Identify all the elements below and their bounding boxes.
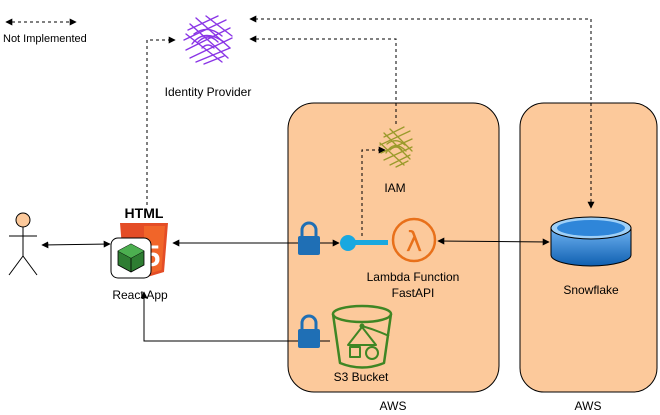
lambda-icon: λ xyxy=(391,217,437,263)
connector-s3-to-react xyxy=(140,291,330,342)
react-app-label: React App xyxy=(112,288,168,302)
html-badge-text: HTML xyxy=(125,205,164,221)
connector-react-to-idp xyxy=(146,36,176,205)
snowflake-database-icon xyxy=(550,216,632,267)
aws-group-main-label: AWS xyxy=(379,399,407,413)
lambda-label-line1: Lambda Function xyxy=(366,270,460,284)
connector-user-to-react xyxy=(41,240,111,249)
lambda-endpoint-connector xyxy=(340,235,388,251)
s3-bucket-icon xyxy=(331,304,393,369)
iam-icon xyxy=(379,126,413,168)
lambda-label-line2: FastAPI xyxy=(391,286,435,300)
lock-icon-lambda xyxy=(298,221,320,255)
identity-provider-label: Identity Provider xyxy=(164,85,252,99)
connector-lambda-to-snowflake xyxy=(437,237,550,246)
lock-icon-s3 xyxy=(298,314,320,348)
user-icon xyxy=(8,212,38,276)
lambda-symbol: λ xyxy=(406,225,423,258)
aws-group-snowflake-label: AWS xyxy=(574,399,602,413)
s3-bucket-label: S3 Bucket xyxy=(333,370,389,384)
connector-snowflake-to-idp xyxy=(249,15,595,209)
snowflake-label: Snowflake xyxy=(563,283,619,297)
react-app-cube-icon xyxy=(110,237,152,279)
connector-lambda-to-iam xyxy=(361,146,386,236)
legend-label: Not Implemented xyxy=(3,33,87,45)
identity-provider-icon xyxy=(183,15,233,65)
iam-label: IAM xyxy=(384,181,406,195)
